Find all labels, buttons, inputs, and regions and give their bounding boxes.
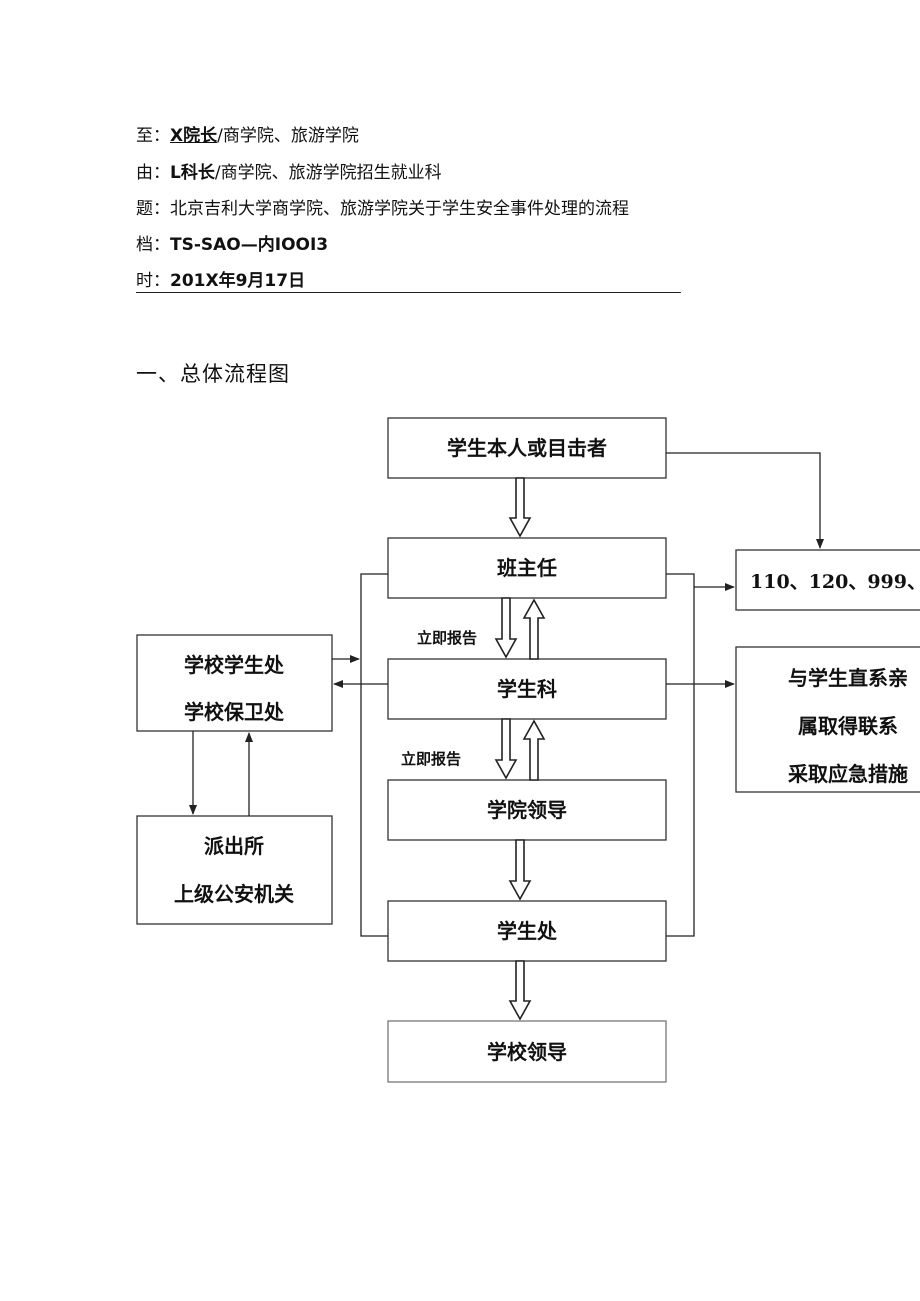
- left-bracket-line: [360, 573, 388, 937]
- hollow-arrow-up-1: [522, 598, 546, 660]
- box-school-student-office-security: 学校学生处 学校保卫处: [136, 634, 333, 732]
- section-title: 一、总体流程图: [136, 362, 290, 386]
- memo-from-label: 由：: [136, 163, 170, 183]
- box-emergency-numbers: 110、120、999、11: [735, 549, 920, 611]
- memo-to: 至：X院长/商学院、旅游学院: [136, 124, 359, 148]
- memo-from-rest: /商学院、旅游学院招生就业科: [214, 163, 442, 183]
- box-school-leader-label: 学校领导: [487, 1040, 567, 1064]
- memo-file: 档：TS-SAO—内IOOI3: [136, 233, 328, 257]
- box-student-section: 学生科: [387, 658, 667, 720]
- hollow-arrow-down-5: [508, 960, 532, 1021]
- box-student-office-label: 学生处: [497, 919, 558, 943]
- box-college-leader: 学院领导: [387, 779, 667, 841]
- memo-from-value: L科长: [170, 163, 215, 183]
- memo-subject-label: 题：: [136, 199, 170, 219]
- report-label-1: 立即报告: [417, 629, 477, 647]
- box-student-section-label: 学生科: [497, 677, 557, 701]
- box-family-line3: 采取应急措施: [788, 762, 908, 786]
- box-school-security-label: 学校保卫处: [184, 700, 285, 724]
- memo-subject: 题：北京吉利大学商学院、旅游学院关于学生安全事件处理的流程: [136, 197, 629, 221]
- memo-to-value: X院长: [170, 126, 218, 146]
- memo-to-label: 至：: [136, 126, 170, 146]
- box-police-station-label: 派出所: [204, 834, 264, 858]
- hollow-arrow-down-4: [508, 839, 532, 901]
- box-police-authority-label: 上级公安机关: [174, 882, 294, 906]
- hollow-arrow-down-3: [494, 718, 518, 780]
- memo-time-value: 201X年9月17日: [170, 271, 306, 291]
- memo-to-rest: /商学院、旅游学院: [217, 126, 359, 146]
- box-head-teacher: 班主任: [387, 537, 667, 599]
- box-police: 派出所 上级公安机关: [136, 815, 333, 925]
- box-student-office: 学生处: [387, 900, 667, 962]
- box-emergency-numbers-label: 110、120、999、11: [750, 571, 920, 593]
- memo-time: 时：201X年9月17日: [136, 269, 305, 293]
- box-family-line1: 与学生直系亲: [788, 666, 908, 690]
- memo-file-value: TS-SAO—内IOOI3: [170, 235, 329, 255]
- hollow-arrow-down-1: [508, 477, 532, 538]
- box-family-contact: 与学生直系亲 属取得联系 采取应急措施: [735, 646, 920, 793]
- report-label-2: 立即报告: [401, 750, 461, 768]
- memo-subject-value: 北京吉利大学商学院、旅游学院关于学生安全事件处理的流程: [170, 199, 629, 219]
- right-bracket-line: [666, 573, 695, 937]
- box-student-witness: 学生本人或目击者: [387, 417, 667, 479]
- box-family-line2: 属取得联系: [798, 714, 898, 738]
- box-college-leader-label: 学院领导: [487, 798, 567, 822]
- box-school-student-office-label: 学校学生处: [184, 653, 285, 677]
- memo-divider: [136, 292, 681, 293]
- hollow-arrow-up-2: [522, 719, 546, 781]
- memo-file-label: 档：: [136, 235, 170, 255]
- box-school-leader: 学校领导: [387, 1020, 667, 1083]
- box-head-teacher-label: 班主任: [497, 556, 557, 580]
- memo-time-label: 时：: [136, 271, 170, 291]
- hollow-arrow-down-2: [494, 597, 518, 659]
- memo-from: 由：L科长/商学院、旅游学院招生就业科: [136, 161, 442, 185]
- box-student-witness-label: 学生本人或目击者: [447, 436, 607, 460]
- connector-witness-to-emergency: [666, 452, 824, 549]
